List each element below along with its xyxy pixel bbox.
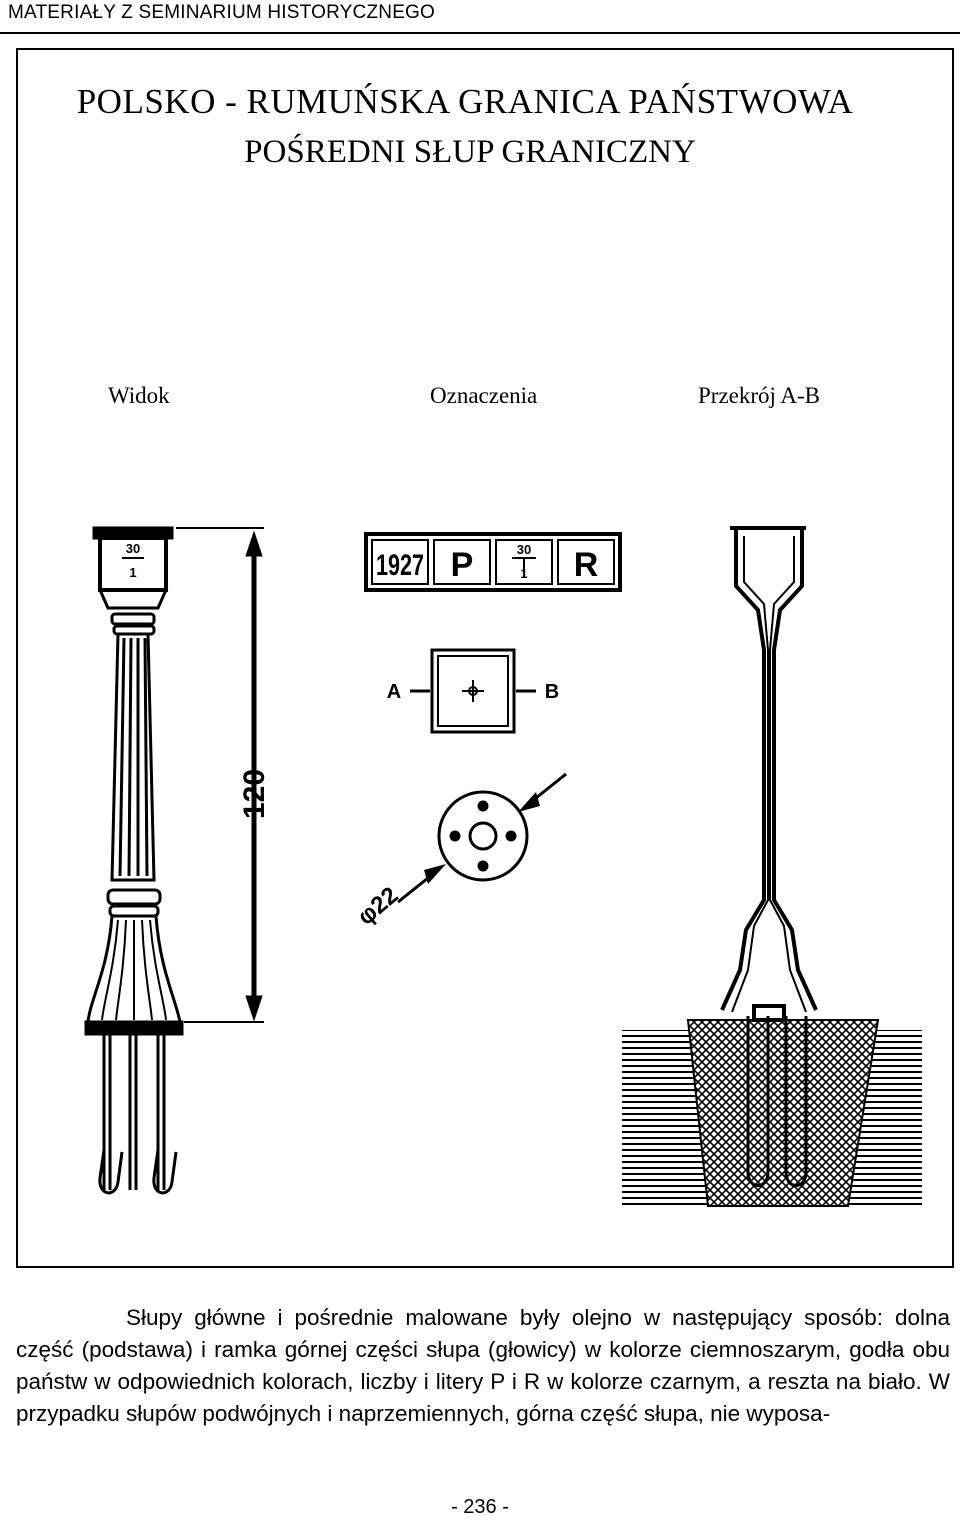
body-paragraph: Słupy główne i pośrednie malowane były o… [16,1302,950,1430]
cap-number-bottom: 1 [129,565,136,580]
header-rule [0,32,960,34]
plate-letter-p: P [451,546,474,584]
plate-letter-r: R [574,546,599,584]
running-header: MATERIAŁY Z SEMINARIUM HISTORYCZNEGO [8,2,436,23]
figure-title: POLSKO - RUMUŃSKA GRANICA PAŃSTWOWA [76,82,854,121]
page-number: - 236 - [451,1496,509,1518]
body-text: Słupy główne i pośrednie malowane były o… [16,1305,950,1426]
marker-b: B [545,681,559,703]
post-elevation: 30 1 [84,526,184,1195]
marking-plates: 1927 P 30 1 R [364,532,622,592]
figure-frame: POLSKO - RUMUŃSKA GRANICA PAŃSTWOWA POŚR… [16,48,954,1268]
figure-subtitle: POŚREDNI SŁUP GRANICZNY [244,134,696,170]
cap-number-top: 30 [126,541,140,556]
plate-year: 1927 [376,549,424,582]
marks-label: Oznaczenia [430,383,538,408]
cap-top-view: A B [387,648,559,734]
marker-a: A [387,681,401,703]
height-dimension: 120 [176,527,271,1023]
section-label: Przekrój A-B [698,383,821,408]
view-label: Widok [108,383,170,408]
plate-number-bottom: 1 [520,566,527,581]
base-plate-view: φ22 [353,772,567,931]
technical-drawing: 30 1 [84,526,922,1207]
height-value: 120 [238,769,271,819]
diameter-value: φ22 [353,882,404,931]
cross-section [622,526,922,1207]
plate-number-top: 30 [517,542,531,557]
